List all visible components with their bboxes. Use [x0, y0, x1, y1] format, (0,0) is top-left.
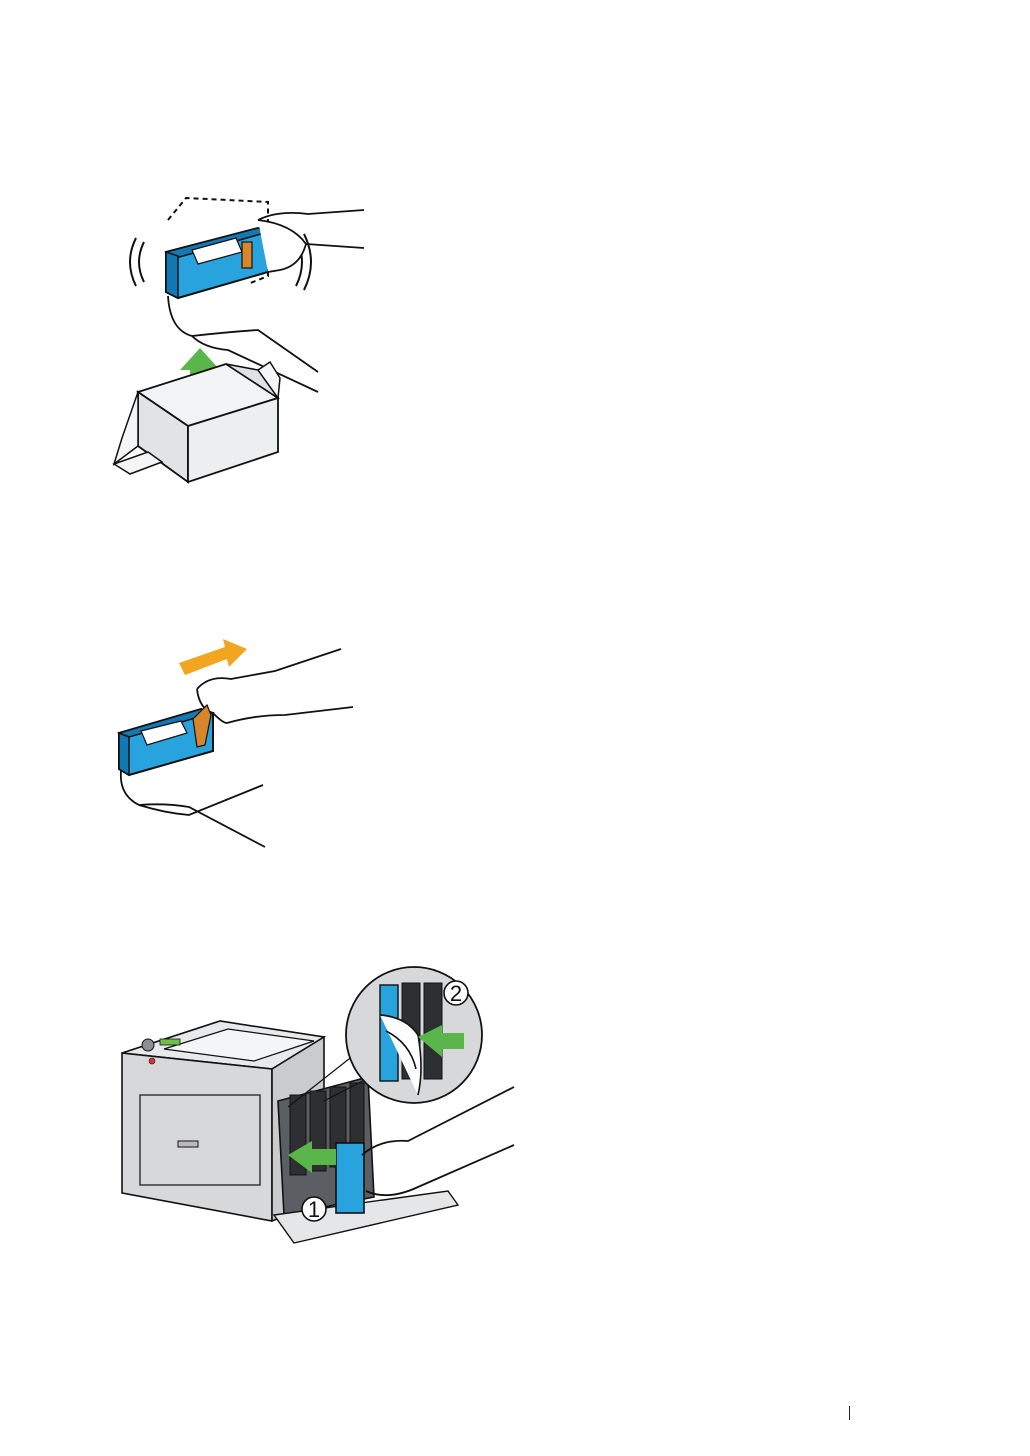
pull-direction-arrow-icon — [179, 639, 247, 675]
insert-cartridge-figure: 1 2 — [118, 965, 518, 1247]
cartridge-box — [114, 362, 280, 482]
motion-arc-left-outer — [130, 238, 136, 286]
toner-cartridge — [166, 228, 268, 298]
toner-cartridge — [119, 705, 213, 775]
page-footer-divider — [849, 1406, 850, 1420]
left-hand — [121, 771, 265, 847]
toner-cartridge — [336, 1143, 364, 1213]
remove-seal-illustration — [105, 635, 360, 855]
magnified-detail: 2 — [346, 967, 482, 1103]
insert-cartridge-illustration: 1 2 — [118, 965, 518, 1247]
shake-cartridge-illustration — [108, 180, 370, 485]
shake-cartridge-figure — [108, 180, 370, 485]
callout-step-1: 1 — [302, 1197, 326, 1222]
motion-arc-left-inner — [139, 242, 144, 282]
hand-step1 — [362, 1087, 514, 1195]
callout-number-1: 1 — [308, 1197, 320, 1222]
error-led-icon — [149, 1058, 155, 1064]
callout-number-2: 2 — [450, 981, 462, 1006]
panel-display — [160, 1039, 180, 1045]
remove-seal-figure — [105, 635, 360, 855]
